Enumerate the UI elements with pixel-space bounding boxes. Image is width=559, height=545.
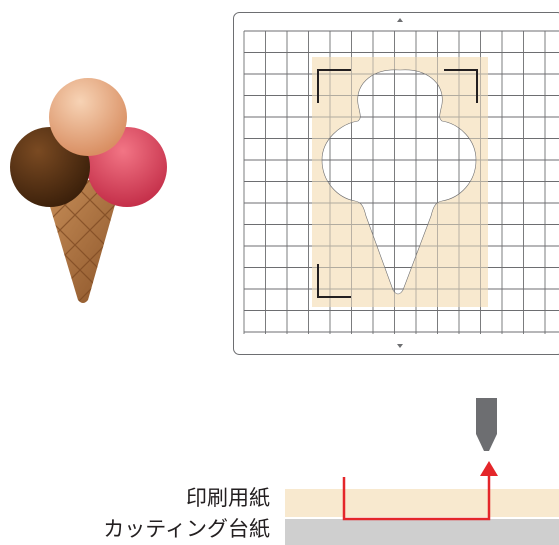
scroll-down-arrow-icon[interactable]: [397, 344, 403, 348]
mat-layer-label: カッティング台紙: [103, 517, 270, 541]
paper-layer-label: 印刷用紙: [186, 486, 270, 510]
ice-cream-illustration: [10, 78, 167, 303]
cutting-mat-preview: [233, 12, 559, 355]
crop-mark-top-right: [444, 69, 478, 103]
paper-layer: [285, 489, 559, 517]
cut-direction-arrow-icon: [480, 461, 498, 476]
crop-marks: [317, 69, 478, 298]
vanilla-scoop: [49, 78, 127, 156]
crop-mark-bottom-left: [317, 264, 351, 298]
cutter-blade-icon: [476, 398, 497, 451]
cut-path: [342, 474, 491, 521]
mat-layer: [285, 519, 559, 545]
scroll-up-arrow-icon[interactable]: [397, 18, 403, 22]
cut-depth-diagram: [285, 398, 559, 545]
crop-mark-top-left: [317, 69, 351, 103]
